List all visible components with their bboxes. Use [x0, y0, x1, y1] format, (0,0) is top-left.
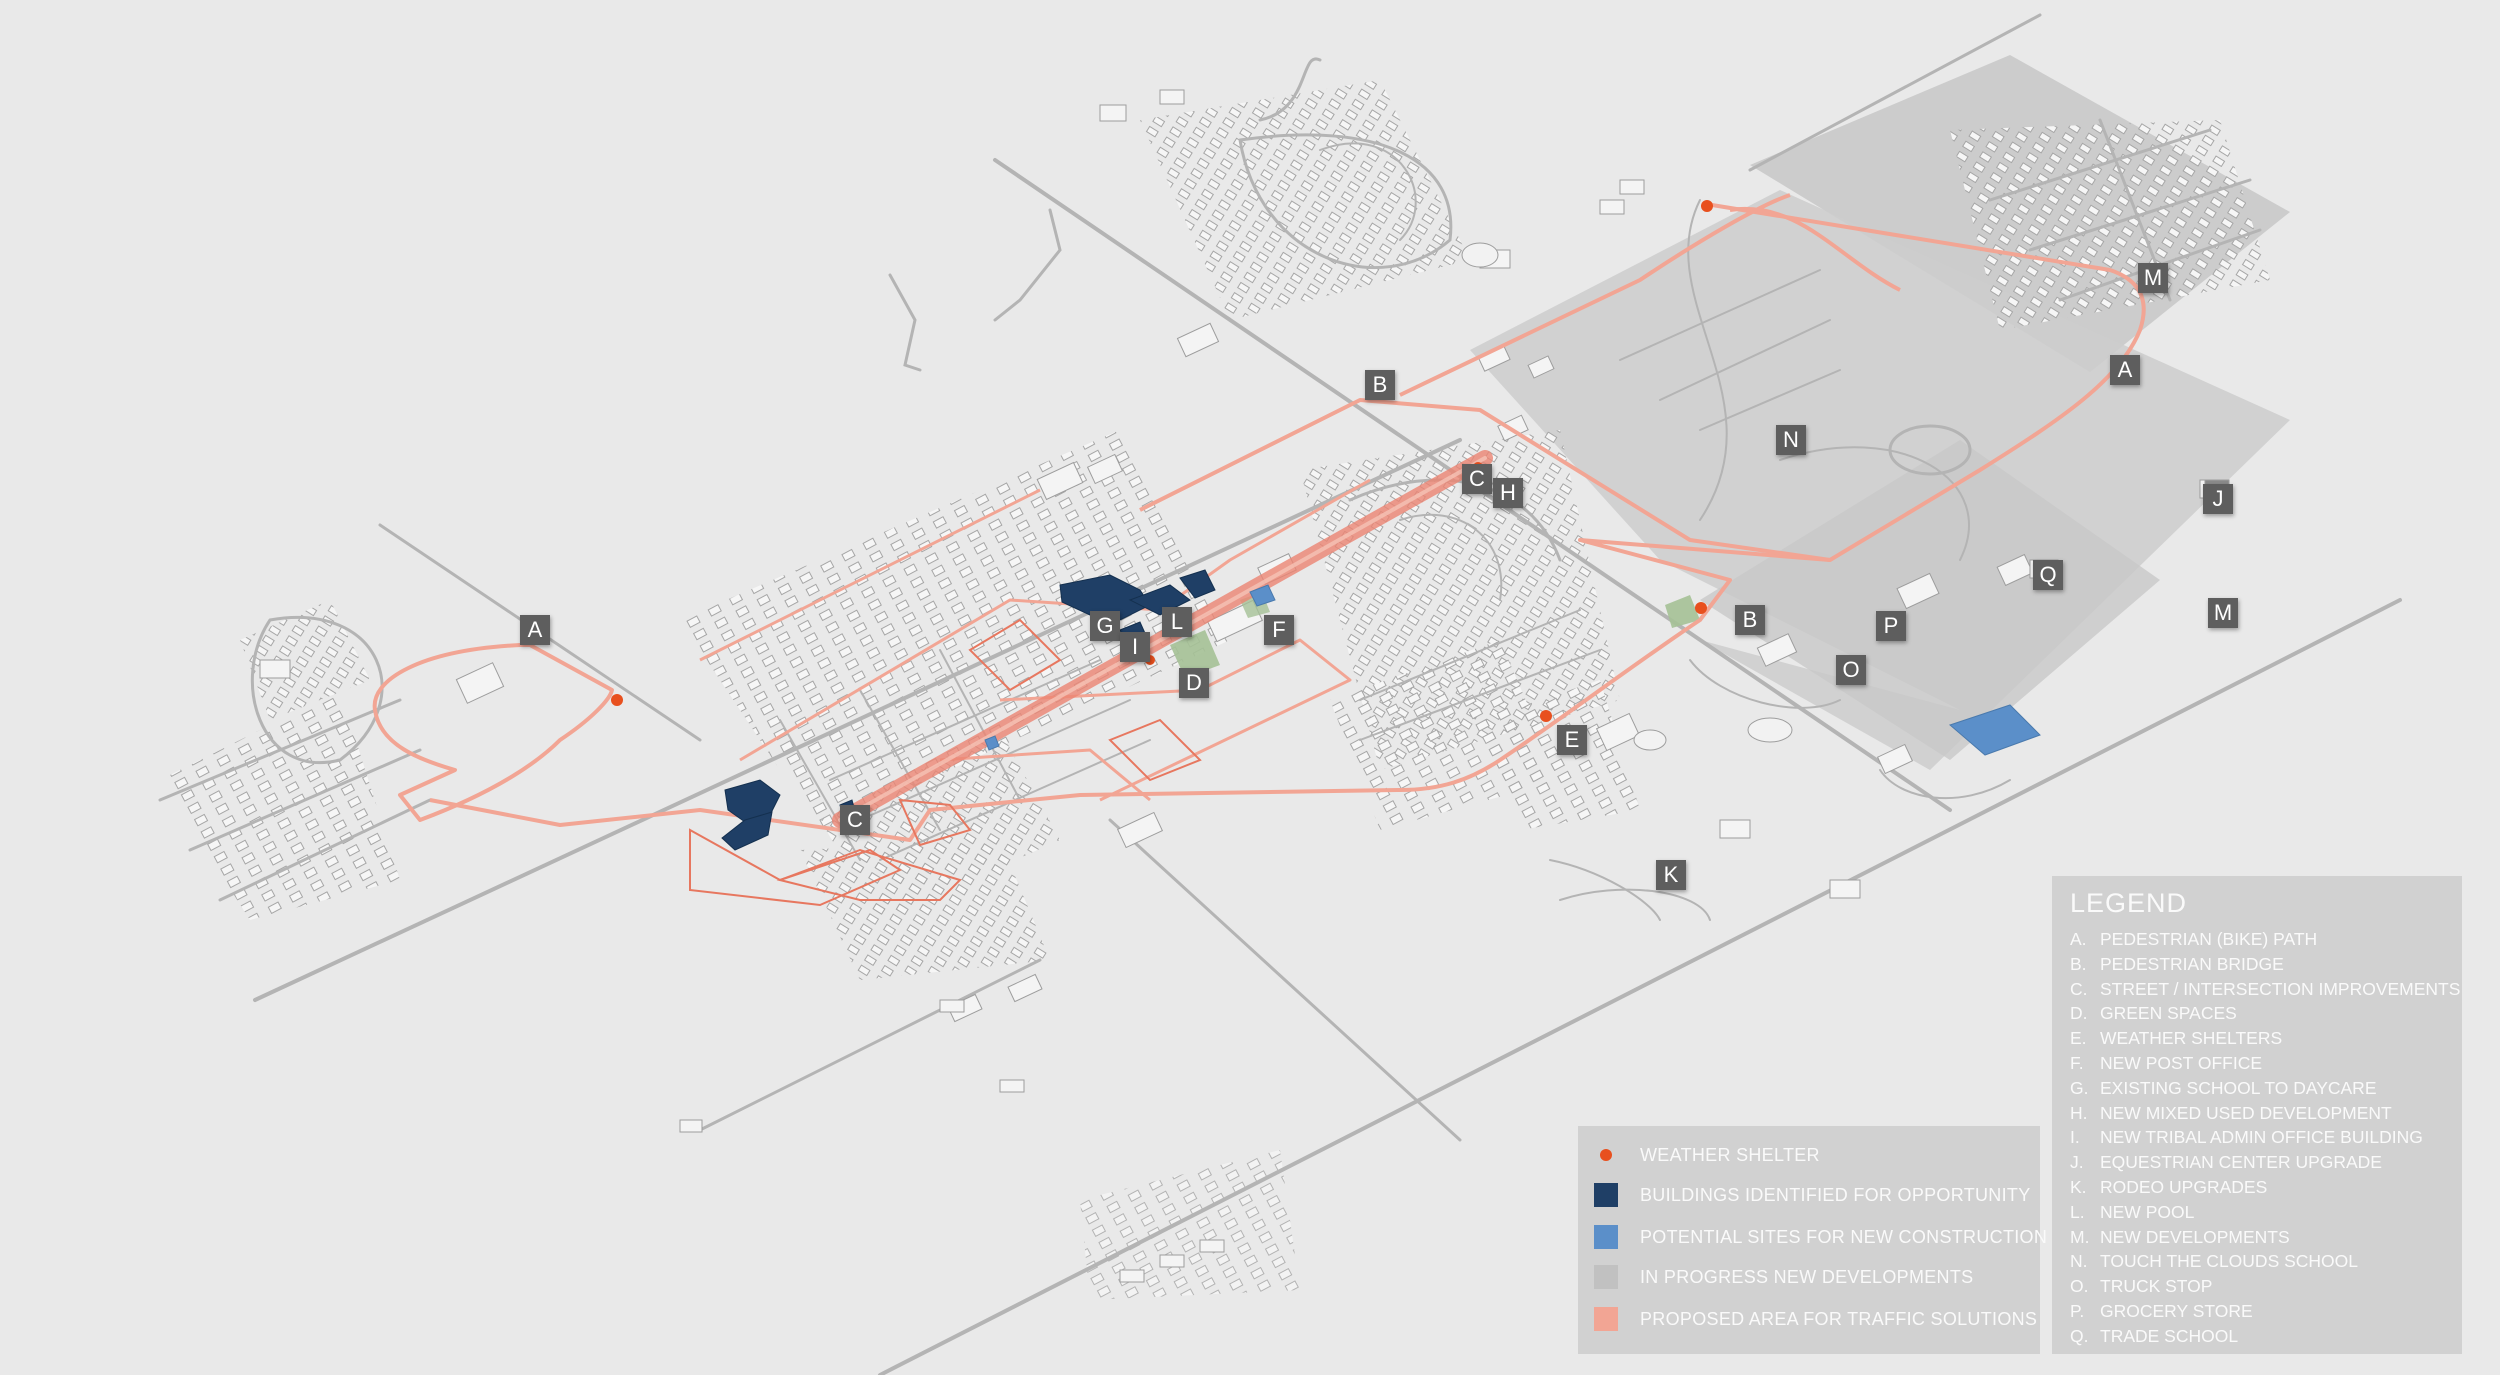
traffic-swatch-icon — [1594, 1307, 1618, 1331]
opportunity-swatch-icon — [1594, 1183, 1618, 1207]
legend-item: L.NEW POOL — [2070, 1201, 2195, 1222]
pedestrian-path-east — [429, 203, 2146, 842]
marker-C-north[interactable]: C — [1462, 464, 1492, 494]
legend-item: D.GREEN SPACES — [2070, 1003, 2237, 1024]
road-network — [158, 13, 2402, 1375]
marker-E[interactable]: E — [1557, 725, 1587, 755]
in-progress-swatch-icon — [1594, 1265, 1618, 1289]
legend-item: M.NEW DEVELOPMENTS — [2070, 1226, 2290, 1247]
marker-M-east[interactable]: M — [2208, 598, 2238, 628]
marker-M-north[interactable]: M — [2138, 263, 2168, 293]
legend-item: E.WEATHER SHELTERS — [2070, 1028, 2283, 1049]
main-street-corridor — [832, 450, 1493, 828]
key-row-in-progress: IN PROGRESS NEW DEVELOPMENTS — [1594, 1262, 1973, 1292]
marker-N[interactable]: N — [1776, 425, 1806, 455]
new-construction-swatch-icon — [1594, 1225, 1618, 1249]
weather-shelter-dot-icon — [1600, 1149, 1612, 1161]
marker-A-west[interactable]: A — [520, 615, 550, 645]
legend-item: K.RODEO UPGRADES — [2070, 1176, 2268, 1197]
key-label: IN PROGRESS NEW DEVELOPMENTS — [1640, 1266, 1974, 1287]
legend-item: N.TOUCH THE CLOUDS SCHOOL — [2070, 1251, 2359, 1272]
new-construction-sites — [984, 584, 2041, 756]
marker-K[interactable]: K — [1656, 860, 1686, 890]
key-row-opportunity-buildings: BUILDINGS IDENTIFIED FOR OPPORTUNITY — [1594, 1180, 2031, 1210]
legend-item: J.EQUESTRIAN CENTER UPGRADE — [2070, 1152, 2382, 1173]
marker-F[interactable]: F — [1264, 615, 1294, 645]
bridge-loop-east — [1399, 193, 1901, 397]
marker-P[interactable]: P — [1876, 611, 1906, 641]
legend-item: G.EXISTING SCHOOL TO DAYCARE — [2070, 1077, 2377, 1098]
development-zone-southeast — [1700, 440, 2160, 760]
legend-item: P.GROCERY STORE — [2070, 1300, 2253, 1321]
key-row-traffic-solutions: PROPOSED AREA FOR TRAFFIC SOLUTIONS — [1594, 1304, 2037, 1334]
legend-item: Q.TRADE SCHOOL — [2070, 1325, 2239, 1346]
marker-C-south[interactable]: C — [840, 805, 870, 835]
weather-shelters — [611, 200, 1713, 831]
marker-D[interactable]: D — [1179, 668, 1209, 698]
key-row-new-construction: POTENTIAL SITES FOR NEW CONSTRUCTION — [1594, 1222, 2047, 1252]
marker-G[interactable]: G — [1090, 611, 1120, 641]
marker-B-north[interactable]: B — [1365, 370, 1395, 400]
marker-I[interactable]: I — [1120, 632, 1150, 662]
pedestrian-path-west — [372, 643, 614, 822]
marker-J[interactable]: J — [2203, 484, 2233, 514]
legend-item: H.NEW MIXED USED DEVELOPMENT — [2070, 1102, 2392, 1123]
pedestrian-loop-north — [1139, 398, 1831, 562]
legend-item: B.PEDESTRIAN BRIDGE — [2070, 953, 2284, 974]
key-label: POTENTIAL SITES FOR NEW CONSTRUCTION — [1640, 1226, 2048, 1247]
legend-item: O.TRUCK STOP — [2070, 1276, 2213, 1297]
marker-O[interactable]: O — [1836, 655, 1866, 685]
opportunity-buildings — [721, 569, 1216, 851]
legend-item: A.PEDESTRIAN (BIKE) PATH — [2070, 929, 2318, 949]
marker-A-east[interactable]: A — [2110, 355, 2140, 385]
marker-Q[interactable]: Q — [2033, 560, 2063, 590]
key-label: PROPOSED AREA FOR TRAFFIC SOLUTIONS — [1640, 1308, 2038, 1329]
building-footprints — [259, 89, 2230, 1283]
legend-item: C.STREET / INTERSECTION IMPROVEMENTS — [2070, 978, 2461, 999]
legend-item: I.NEW TRIBAL ADMIN OFFICE BUILDING — [2070, 1127, 2423, 1148]
traffic-orange-outlines — [689, 618, 1202, 907]
key-row-weather-shelter: WEATHER SHELTER — [1594, 1140, 1820, 1170]
key-label: BUILDINGS IDENTIFIED FOR OPPORTUNITY — [1640, 1184, 2031, 1205]
marker-H[interactable]: H — [1493, 478, 1523, 508]
key-label: WEATHER SHELTER — [1640, 1144, 1820, 1165]
legend-panel: LEGEND A.PEDESTRIAN (BIKE) PATH B.PEDEST… — [2052, 876, 2462, 1354]
legend-title: LEGEND — [2070, 888, 2188, 918]
marker-L[interactable]: L — [1162, 607, 1192, 637]
legend-item: F.NEW POST OFFICE — [2070, 1052, 2263, 1073]
symbol-key: WEATHER SHELTER BUILDINGS IDENTIFIED FOR… — [1578, 1126, 2047, 1354]
marker-B-east[interactable]: B — [1735, 605, 1765, 635]
